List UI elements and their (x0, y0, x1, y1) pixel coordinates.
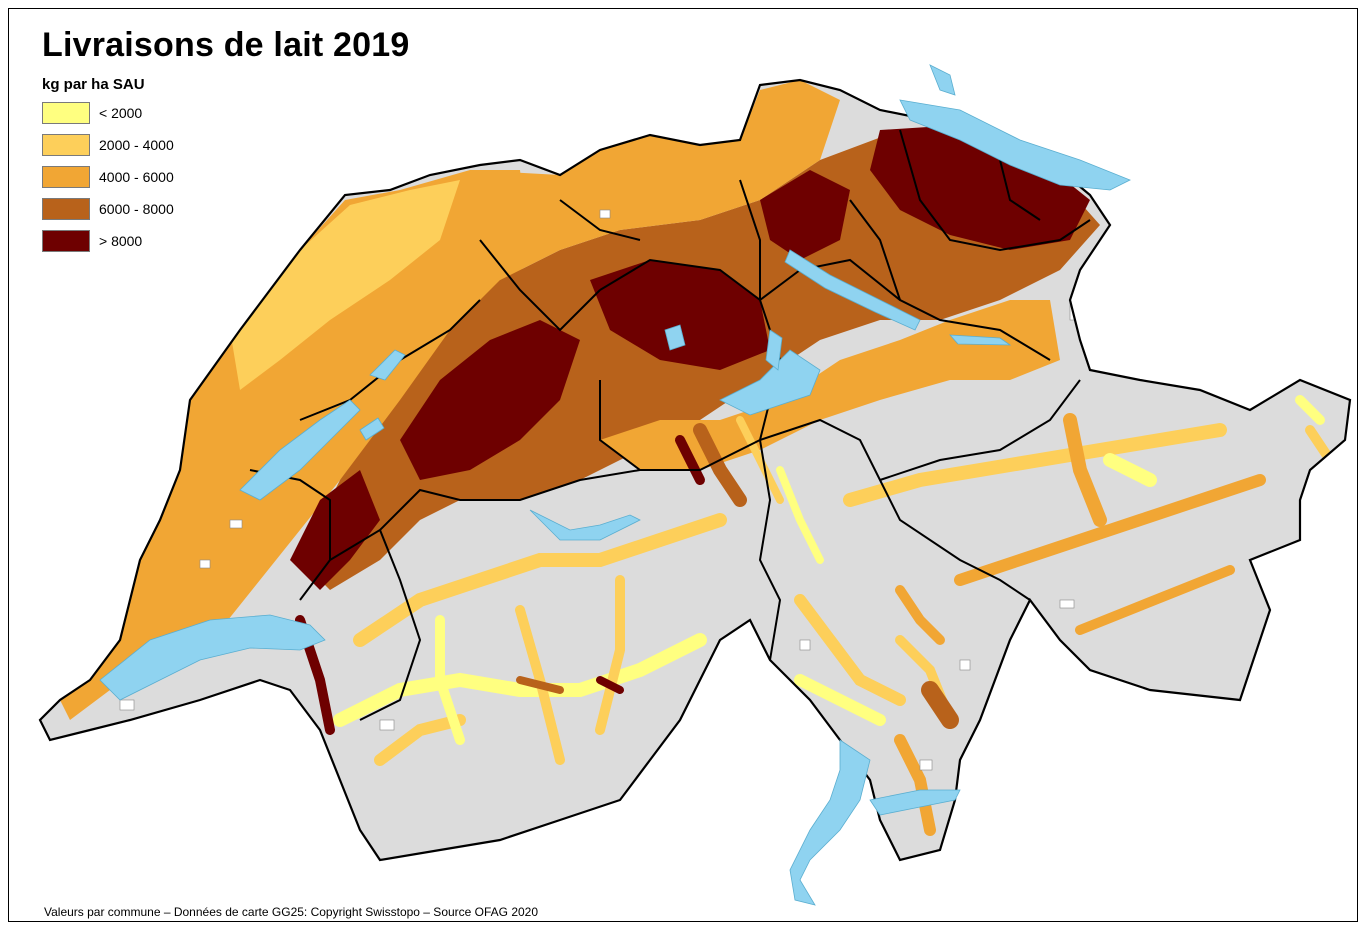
legend-label: < 2000 (99, 105, 143, 121)
region-core-emmental (400, 320, 580, 480)
lakes (99, 64, 1131, 906)
region-core-lucerne (590, 260, 770, 370)
lake-maggiore (789, 739, 871, 906)
lake-thun-brienz (529, 509, 641, 541)
national-border (38, 78, 1352, 862)
lake-constance (899, 99, 1131, 191)
map-title: Livraisons de lait 2019 (42, 26, 410, 64)
lake-murten (359, 417, 385, 441)
legend-label: 2000 - 4000 (99, 137, 174, 153)
legend-swatch (42, 230, 90, 252)
lake-untersee (929, 64, 956, 96)
lake-zurich (784, 249, 921, 331)
legend-swatch (42, 198, 90, 220)
region-core-zurich (760, 170, 850, 260)
lake-neuchatel (239, 399, 361, 501)
region-north-plateau (470, 80, 840, 280)
lake-walensee (949, 334, 1012, 346)
lake-zug (765, 329, 783, 371)
region-core-thurgau (870, 125, 1090, 250)
region-prealps (600, 300, 1060, 470)
lake-biel (369, 349, 406, 381)
alpine-valleys (295, 395, 1345, 836)
legend-label: > 8000 (99, 233, 143, 249)
legend-label: 4000 - 6000 (99, 169, 174, 185)
region-jura-ridges (230, 180, 460, 390)
lake-lugano (869, 789, 961, 816)
legend-label: 6000 - 8000 (99, 201, 174, 217)
lake-lucerne (719, 349, 821, 416)
legend-swatch (42, 134, 90, 156)
lake-sempach (664, 324, 686, 351)
lake-geneva (99, 614, 326, 701)
legend-swatch (42, 102, 90, 124)
legend-title: kg par ha SAU (42, 76, 145, 93)
map-footer-source: Valeurs par commune – Données de carte G… (44, 905, 539, 919)
region-core-fribourg (290, 470, 380, 590)
legend-swatch (42, 166, 90, 188)
